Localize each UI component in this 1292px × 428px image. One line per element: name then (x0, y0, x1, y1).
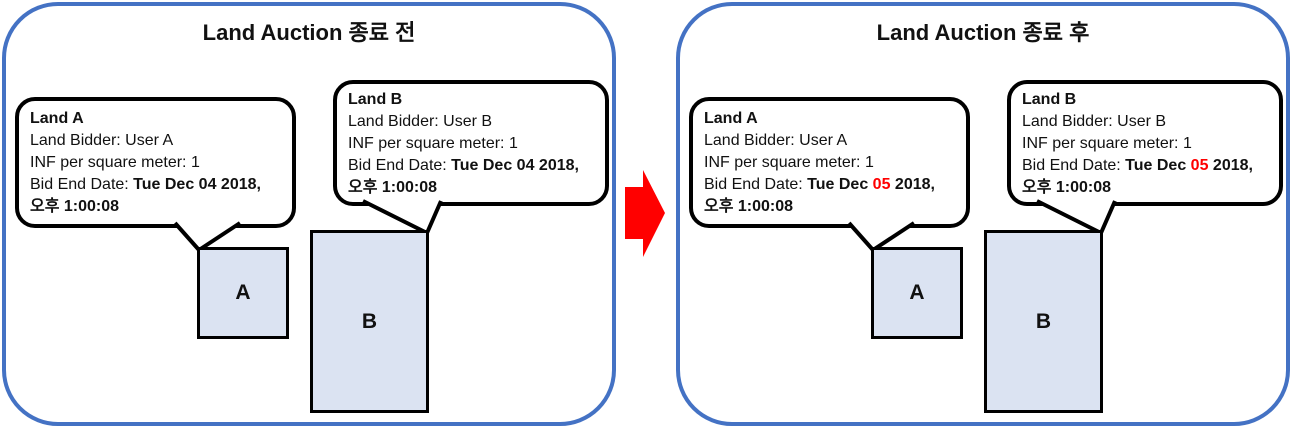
callout-bidder: Land Bidder: User B (348, 113, 493, 130)
callout-title: Land A (704, 110, 758, 127)
land-plot-b: B (310, 230, 429, 413)
panel-title: Land Auction 종료 후 (876, 20, 1090, 45)
callout-land-a: Land A Land Bidder: User A INF per squar… (689, 97, 970, 228)
callout-inf: INF per square meter: 1 (1022, 135, 1192, 152)
callout-bid-end-time: 오후 1:00:08 (1022, 179, 1112, 196)
bid-end-day: 05 (1190, 157, 1209, 174)
callout-bid-end-date: Bid End Date: Tue Dec 05 2018, (1022, 157, 1253, 174)
callout-title: Land B (1022, 91, 1077, 108)
callout-bid-end-date: Bid End Date: Tue Dec 04 2018, (348, 157, 579, 174)
callout-bidder: Land Bidder: User A (704, 132, 848, 149)
callout-bid-end-date: Bid End Date: Tue Dec 05 2018, (704, 176, 935, 193)
land-plot-a: A (871, 247, 963, 339)
callout-land-b: Land B Land Bidder: User B INF per squar… (333, 80, 609, 206)
land-plot-label: A (235, 281, 251, 304)
panel-after-auction-end: Land Auction 종료 후 Land A Land Bidder: Us… (676, 2, 1290, 426)
land-plot-a: A (197, 247, 289, 339)
panel-title: Land Auction 종료 전 (202, 20, 416, 45)
red-right-arrow-icon (625, 170, 665, 257)
callout-inf: INF per square meter: 1 (704, 154, 874, 171)
land-plot-b: B (984, 230, 1103, 413)
callout-bid-end-date: Bid End Date: Tue Dec 04 2018, (30, 176, 261, 193)
callout-bid-end-time: 오후 1:00:08 (704, 198, 794, 215)
panel-before-auction-end: Land Auction 종료 전 Land A Land Bidder: Us… (2, 2, 616, 426)
callout-inf: INF per square meter: 1 (30, 154, 200, 171)
callout-bidder: Land Bidder: User A (30, 132, 174, 149)
callout-title: Land A (30, 110, 84, 127)
callout-title: Land B (348, 91, 403, 108)
callout-bid-end-time: 오후 1:00:08 (30, 198, 120, 215)
land-plot-label: B (361, 309, 378, 333)
land-plot-label: A (909, 281, 925, 304)
callout-inf: INF per square meter: 1 (348, 135, 518, 152)
bid-end-day: 05 (872, 176, 891, 193)
callout-land-b: Land B Land Bidder: User B INF per squar… (1007, 80, 1283, 206)
bid-end-day: 04 (516, 157, 535, 174)
bid-end-day: 04 (198, 176, 217, 193)
callout-bidder: Land Bidder: User B (1022, 113, 1167, 130)
callout-land-a: Land A Land Bidder: User A INF per squar… (15, 97, 296, 228)
land-plot-label: B (1035, 309, 1052, 333)
callout-bid-end-time: 오후 1:00:08 (348, 179, 438, 196)
